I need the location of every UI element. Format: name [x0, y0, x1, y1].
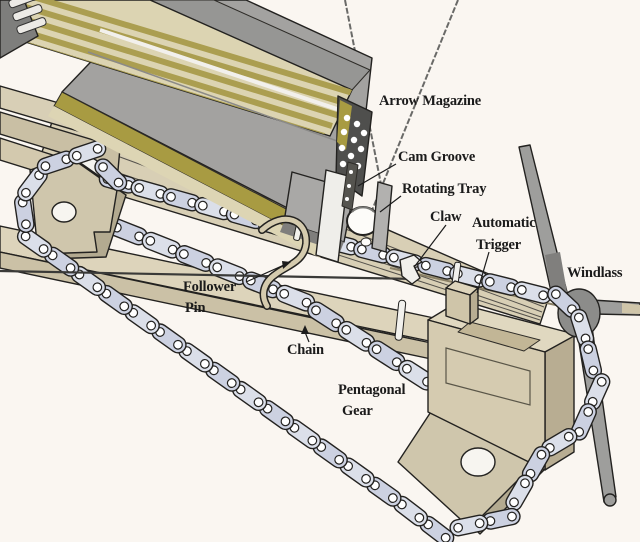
chain-link — [312, 438, 348, 469]
label-automatic-trigger-line2: Trigger — [476, 237, 522, 253]
follower-hook — [258, 215, 311, 310]
leader-automatic-trigger — [476, 251, 490, 294]
chain-link — [513, 281, 552, 304]
claw-hook — [399, 254, 423, 285]
label-chain: Chain — [287, 342, 324, 358]
label-pentagonal-gear-line1: Pentagonal — [338, 382, 405, 398]
chain-link — [419, 515, 455, 542]
label-rotating-tray: Rotating Tray — [402, 181, 487, 197]
leader-cam-groove — [357, 163, 397, 187]
label-automatic-trigger-line1: Automatic — [472, 215, 536, 231]
leader-claw — [414, 224, 447, 267]
tray-bracket — [371, 181, 393, 253]
labels: Arrow Magazine Cam Groove Rotating Tray … — [183, 93, 623, 419]
trigger-block — [445, 280, 479, 325]
label-arrow-magazine: Arrow Magazine — [379, 93, 482, 109]
chain-link — [541, 427, 578, 457]
follower-leader-arrow — [282, 261, 291, 269]
chain-leader-arrow — [301, 325, 309, 334]
chain-link — [366, 476, 402, 507]
label-pentagonal-gear-line2: Gear — [342, 403, 373, 419]
chain-link — [258, 399, 295, 431]
nock-holes — [335, 95, 373, 197]
leader-follower-pin — [245, 264, 285, 283]
leader-rotating-tray — [379, 195, 402, 213]
chain-link — [417, 256, 456, 280]
chain-pin — [394, 299, 407, 341]
bowstring — [0, 269, 417, 281]
chain-link — [393, 495, 429, 527]
chain-link — [505, 474, 534, 512]
chain-link — [275, 284, 316, 312]
chain-link — [16, 227, 53, 258]
leader-lines — [245, 163, 490, 343]
chain-link — [205, 361, 241, 392]
label-cam-groove: Cam Groove — [398, 149, 476, 165]
label-claw: Claw — [430, 209, 462, 225]
chain-link — [583, 373, 611, 411]
label-follower-pin-line1: Follower — [183, 279, 237, 295]
chain-link — [94, 158, 128, 192]
chain-link — [13, 193, 35, 233]
label-follower-pin-line2: Pin — [185, 300, 205, 316]
mechanism — [258, 161, 479, 341]
arrow-magazine-part — [0, 0, 373, 258]
chain-link — [449, 514, 489, 537]
chain-link — [68, 140, 107, 165]
fletching-bundle — [0, 0, 47, 59]
label-windlass: Windlass — [567, 265, 623, 281]
cam-plate — [315, 169, 349, 263]
